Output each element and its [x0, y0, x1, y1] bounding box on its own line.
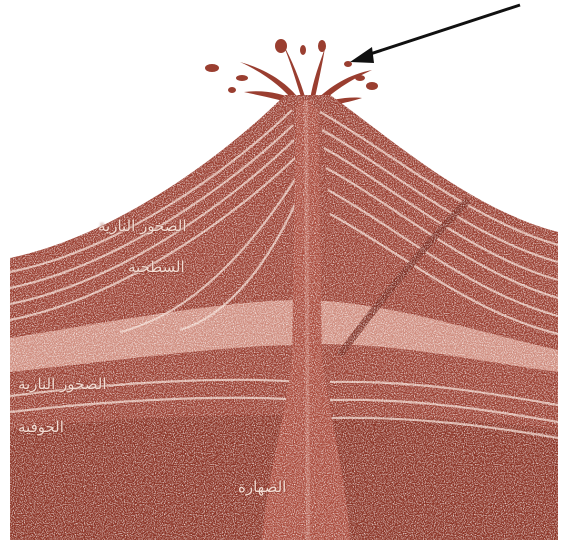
label-surface-igneous-rocks-line2: السطحية — [128, 258, 185, 276]
label-intrusive-igneous-rocks: الصخور النارية — [18, 375, 106, 393]
label-magma: الصهارة — [238, 478, 286, 496]
label-intrusive-igneous-rocks-line2: الجوفية — [18, 418, 64, 436]
label-surface-igneous-rocks: الصخور النارية — [98, 217, 186, 235]
